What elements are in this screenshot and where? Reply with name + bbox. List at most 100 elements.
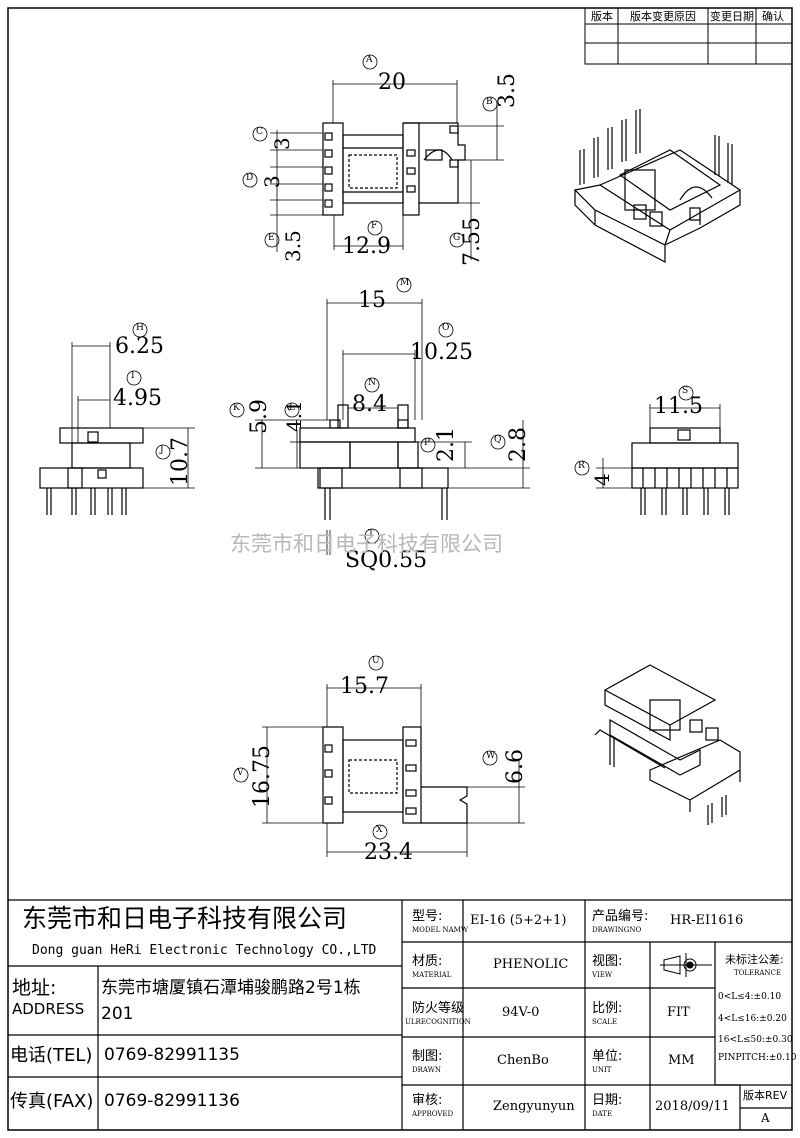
- dim-q: 2.8: [506, 427, 531, 462]
- revision-table: [584, 7, 793, 65]
- drawn-label: 制图:: [412, 1049, 443, 1064]
- flame-label: 防火等级: [412, 1001, 465, 1016]
- tolerance-4: PINPITCH:±0.10: [718, 1053, 797, 1063]
- callout-b: B: [486, 97, 493, 107]
- date-label-en: DATE: [592, 1110, 613, 1118]
- callout-a: A: [366, 55, 373, 65]
- model-value: EI-16 (5+2+1): [470, 913, 567, 928]
- front-view: [299, 404, 449, 520]
- rev-header-date: 变更日期: [710, 10, 754, 23]
- tolerance-label-en: TOLERANCE: [734, 969, 782, 977]
- callout-f: F: [371, 221, 378, 231]
- callout-h: H: [136, 323, 144, 333]
- callout-j: J: [160, 445, 164, 455]
- front-view-dimension-lines: [255, 299, 530, 555]
- watermark: 东莞市和日电子科技有限公司: [230, 532, 503, 556]
- right-side-view: [631, 427, 739, 515]
- title-block-grid: [8, 899, 792, 1130]
- dim-r: 4: [590, 473, 614, 486]
- callout-u: U: [372, 656, 380, 666]
- dim-a: 20: [378, 70, 406, 95]
- callout-t: T: [368, 529, 375, 539]
- scale-value: FIT: [667, 1005, 690, 1020]
- dim-s: 11.5: [654, 394, 703, 419]
- view-label-en: VIEW: [592, 971, 613, 979]
- bottom-view: [322, 726, 468, 824]
- tel-label: 电话(TEL): [10, 1045, 93, 1066]
- tolerance-3: 16<L≤50:±0.30: [718, 1035, 793, 1045]
- drawn-label-en: DRAWN: [412, 1066, 441, 1074]
- callout-g: G: [453, 233, 461, 243]
- material-value: PHENOLIC: [493, 957, 569, 972]
- callout-d: D: [246, 173, 254, 183]
- dim-m: 15: [358, 288, 386, 313]
- dim-l: 4.1: [282, 400, 306, 432]
- unit-label: 单位:: [592, 1049, 623, 1064]
- model-label-en: MODEL NAMW: [412, 926, 469, 934]
- rev-header-reason: 版本变更原因: [630, 10, 696, 23]
- callout-c: C: [256, 127, 263, 137]
- dim-i: 4.95: [113, 386, 162, 411]
- approved-label-en: APPROVED: [412, 1110, 454, 1118]
- callout-s: S: [682, 386, 689, 396]
- projection-symbol-icon: [660, 953, 712, 977]
- callout-n: N: [368, 378, 376, 388]
- drawing-no-label-en: DRAWINGNO: [592, 926, 642, 934]
- company-name-cn: 东莞市和日电子科技有限公司: [22, 904, 348, 933]
- bottom-view-dimension-lines: [262, 684, 525, 857]
- dim-x: 23.4: [364, 840, 413, 865]
- callout-k: K: [233, 403, 240, 413]
- callout-l: L: [289, 403, 295, 413]
- flame-value: 94V-0: [502, 1005, 540, 1020]
- top-view: [322, 122, 466, 216]
- callout-r: R: [578, 461, 585, 471]
- isometric-view-bottom: [594, 664, 741, 825]
- scale-label: 比例:: [592, 1001, 623, 1016]
- drawing-no-value: HR-EI1616: [670, 913, 744, 928]
- approved-value: Zengyunyun: [493, 1099, 575, 1114]
- dim-e: 3.5: [281, 230, 305, 262]
- rev-header-version: 版本: [591, 10, 613, 23]
- dim-j: 10.7: [168, 437, 193, 486]
- dimension-callouts: [126, 54, 694, 840]
- drawn-value: ChenBo: [497, 1053, 549, 1068]
- date-value: 2018/09/11: [655, 1099, 730, 1114]
- callout-i: I: [131, 371, 135, 381]
- rev-value: A: [761, 1111, 770, 1125]
- callout-v: V: [237, 768, 244, 778]
- dim-h: 6.25: [115, 334, 164, 359]
- dim-v: 16.75: [250, 745, 275, 808]
- dim-o: 10.25: [410, 340, 473, 365]
- tolerance-1: 0<L≤4:±0.10: [718, 992, 782, 1002]
- dim-d: 3: [260, 175, 284, 188]
- left-side-view: [39, 427, 144, 515]
- material-label-en: MATERIAL: [412, 971, 452, 979]
- fax-value: 0769-82991136: [104, 1091, 240, 1111]
- dim-c: 3: [270, 137, 294, 150]
- callout-x: X: [376, 825, 383, 835]
- callout-e: E: [268, 233, 275, 243]
- rev-label: 版本REV: [743, 1089, 788, 1102]
- rev-header-confirm: 确认: [762, 10, 784, 23]
- material-label: 材质:: [412, 954, 443, 969]
- date-label: 日期:: [592, 1093, 623, 1108]
- callout-p: P: [424, 438, 431, 448]
- callout-q: Q: [494, 435, 502, 445]
- callout-w: W: [486, 751, 496, 761]
- callout-o: O: [442, 323, 450, 333]
- tolerance-label: 未标注公差:: [725, 953, 784, 966]
- dim-w: 6.6: [503, 749, 528, 784]
- dim-f: 12.9: [342, 234, 391, 259]
- scale-label-en: SCALE: [592, 1018, 617, 1026]
- address-label-en: ADDRESS: [12, 1000, 85, 1018]
- top-view-dimension-lines: [270, 80, 504, 260]
- approved-label: 审核:: [412, 1093, 443, 1108]
- flame-label-en: ULRECOGNITION: [405, 1018, 471, 1026]
- dim-k: 5.9: [247, 399, 272, 434]
- sheet-border: [7, 7, 793, 1131]
- tolerance-2: 4<L≤16:±0.20: [718, 1014, 787, 1024]
- address-line-1: 东莞市塘厦镇石潭埔骏鹏路2号1栋: [101, 978, 361, 998]
- dim-u: 15.7: [340, 674, 389, 699]
- isometric-view-top: [573, 109, 742, 263]
